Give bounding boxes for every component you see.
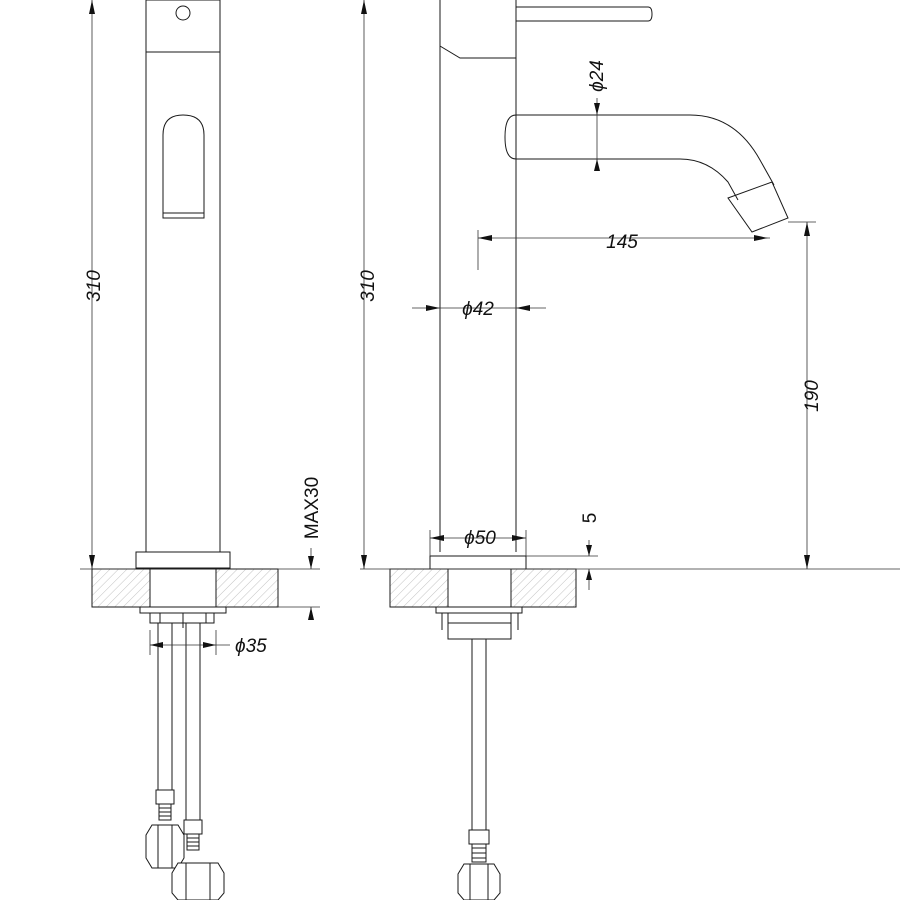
base-thickness-label: 5 bbox=[580, 513, 601, 524]
spout-reach-dimension: 145 bbox=[477, 230, 770, 270]
spout-diameter-dimension: ϕ24 bbox=[587, 60, 608, 171]
base-diameter-label: ϕ50 bbox=[464, 528, 496, 549]
front-handle-indicator-icon bbox=[175, 5, 191, 21]
spout-reach-label: 145 bbox=[606, 232, 638, 253]
side-nut-icon bbox=[457, 863, 501, 900]
deck-thickness-label: MAX30 bbox=[302, 477, 323, 539]
outlet-height-dimension: 190 bbox=[788, 221, 823, 569]
side-hose bbox=[471, 639, 487, 830]
side-base-flange bbox=[429, 555, 527, 570]
front-view: 310 MAX30 ϕ35 bbox=[80, 0, 323, 900]
front-body bbox=[145, 51, 221, 553]
front-spout-outlet bbox=[162, 114, 205, 219]
side-handle bbox=[439, 0, 517, 59]
outlet-height-label: 190 bbox=[802, 380, 823, 412]
body-diameter-label: ϕ42 bbox=[462, 299, 494, 320]
base-diameter-dimension: ϕ50 bbox=[429, 528, 527, 556]
side-spout bbox=[504, 114, 775, 201]
front-countertop-right bbox=[215, 568, 279, 608]
base-thickness-dimension: 5 bbox=[526, 513, 601, 590]
front-height-dimension: 310 bbox=[80, 0, 136, 570]
front-countertop-left bbox=[91, 568, 151, 608]
front-handle-block bbox=[145, 0, 221, 53]
side-view: 310 ϕ24 145 190 bbox=[358, 0, 900, 900]
spout-diameter-label: ϕ24 bbox=[587, 60, 608, 92]
front-shank bbox=[149, 568, 217, 608]
front-hose-left bbox=[157, 623, 173, 790]
shank-diameter-dimension: ϕ35 bbox=[149, 630, 267, 657]
front-nut-right-icon bbox=[171, 862, 225, 900]
front-hose-right bbox=[185, 623, 201, 820]
side-lever bbox=[516, 6, 653, 22]
side-height-dimension: 310 bbox=[358, 0, 900, 570]
front-fixing-plate bbox=[139, 606, 227, 614]
shank-diameter-label: ϕ35 bbox=[235, 636, 267, 657]
side-shank bbox=[447, 568, 512, 608]
body-diameter-dimension: ϕ42 bbox=[412, 299, 546, 320]
side-countertop-left bbox=[389, 568, 449, 608]
side-height-label: 310 bbox=[358, 270, 379, 302]
side-spout-aerator bbox=[727, 181, 789, 233]
front-nut-left-icon bbox=[145, 824, 185, 869]
front-base-flange bbox=[135, 551, 231, 569]
side-countertop-right bbox=[510, 568, 577, 608]
front-height-label: 310 bbox=[84, 270, 105, 302]
deck-thickness-dimension: MAX30 bbox=[278, 477, 323, 620]
